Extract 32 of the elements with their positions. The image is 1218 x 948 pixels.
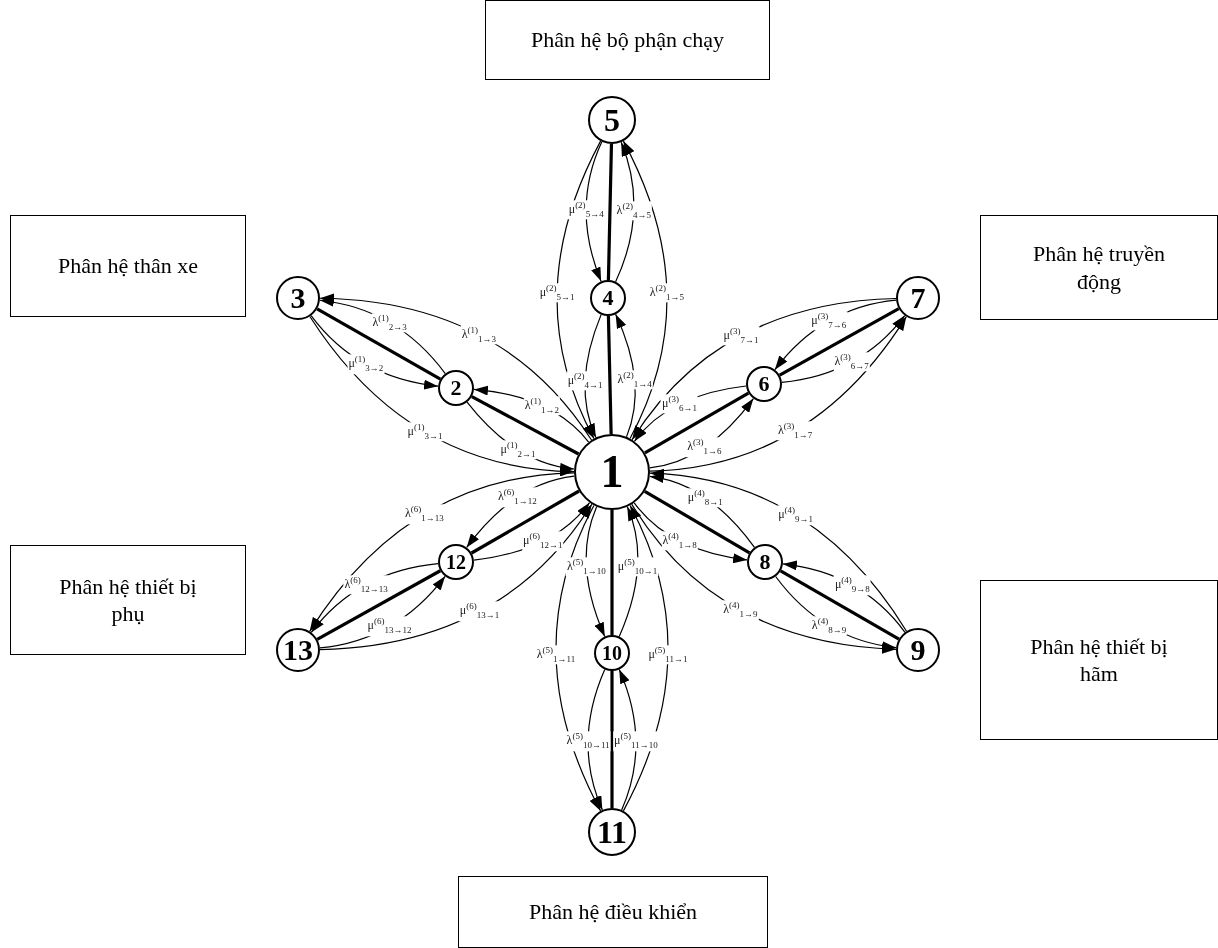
state-circle: 12 [438, 544, 474, 580]
state-circle: 10 [594, 635, 630, 671]
state-circle: 4 [590, 280, 626, 316]
subsystem-box: Phân hệ bộ phận chạy [485, 0, 770, 80]
subsystem-box: Phân hệ thiết bị hãm [980, 580, 1218, 740]
arrow [622, 140, 668, 440]
connector-line [610, 510, 614, 635]
state-circle: 11 [588, 808, 636, 856]
connector-line [778, 307, 900, 377]
subsystem-box: Phân hệ thiết bị phụ [10, 545, 246, 655]
state-circle: 1 [574, 434, 650, 510]
connector-line [316, 569, 442, 641]
state-circle: 3 [276, 276, 320, 320]
subsystem-box: Phân hệ truyền động [980, 215, 1218, 320]
state-circle: 8 [747, 544, 783, 580]
subsystem-box: Phân hệ thân xe [10, 215, 246, 317]
state-circle: 9 [896, 628, 940, 672]
connector-line [610, 671, 614, 808]
state-circle: 7 [896, 276, 940, 320]
connector-line [316, 307, 442, 381]
state-circle: 2 [438, 370, 474, 406]
connector-line [644, 391, 750, 455]
connector-line [643, 489, 751, 555]
connector-line [471, 395, 580, 456]
connector-line [470, 489, 580, 555]
connector-line [779, 569, 900, 641]
state-circle: 6 [746, 366, 782, 402]
subsystem-box: Phân hệ điều khiển [458, 876, 768, 948]
connector-line [606, 143, 614, 281]
connector-line [606, 315, 613, 435]
state-circle: 13 [276, 628, 320, 672]
state-circle: 5 [588, 96, 636, 144]
